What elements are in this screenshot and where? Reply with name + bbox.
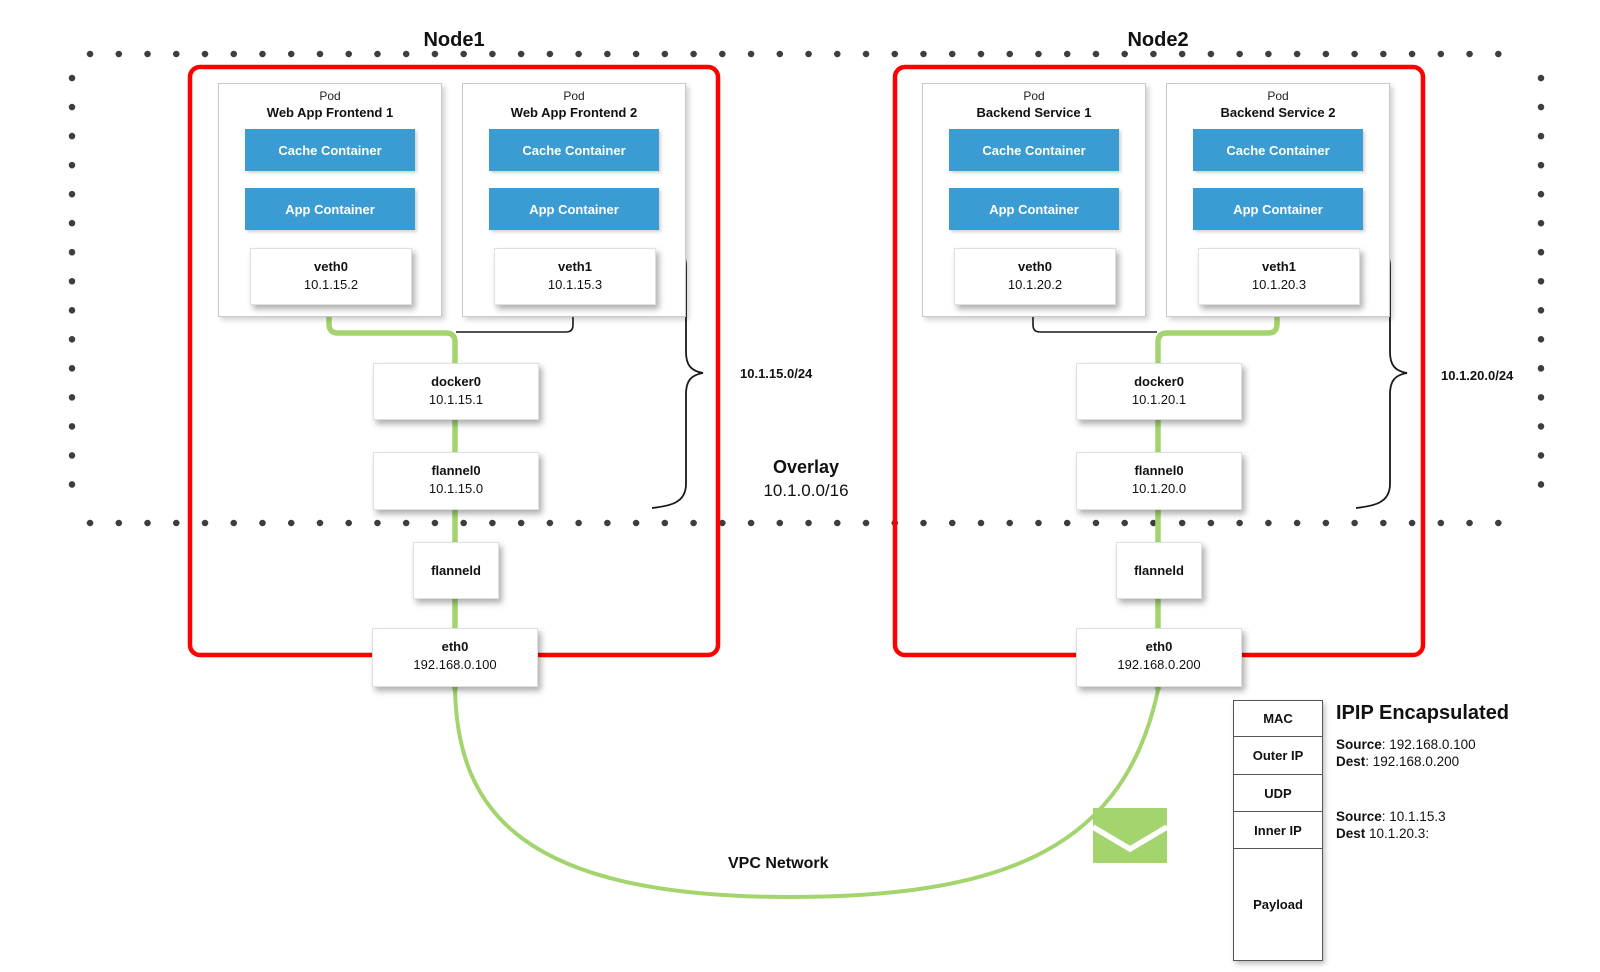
iface-ip: 192.168.0.100 [413,657,497,672]
inner-dest-line: Dest 10.1.20.3: [1336,825,1446,842]
node1-title: Node1 [423,29,485,51]
pod-backend-service-1: Pod Backend Service 1 Cache Container Ap… [922,83,1146,317]
ipip-inner-addresses: Source: 10.1.15.3 Dest 10.1.20.3: [1336,808,1446,842]
overlay-cidr: 10.1.0.0/16 [763,481,849,500]
pod-kind-label: Pod [563,89,585,103]
inner-dest-value: 10.1.20.3: [1365,826,1430,841]
pod-name: Backend Service 2 [1220,105,1336,120]
overlay-title: Overlay [772,457,840,477]
ipip-outer-addresses: Source: 192.168.0.100 Dest: 192.168.0.20… [1336,736,1476,770]
packet-layer-inner-ip: Inner IP [1234,812,1322,849]
inner-source-value: : 10.1.15.3 [1381,809,1446,824]
pod-name: Web App Frontend 2 [510,105,638,120]
iface-name: veth1 [1262,259,1296,274]
vpc-network-label: VPC Network [728,855,829,872]
iface-name: eth0 [441,639,469,654]
node2-flanneld-box: flanneld [1116,542,1202,599]
iface-ip: 10.1.15.2 [303,277,359,292]
pod-backend-service-2: Pod Backend Service 2 Cache Container Ap… [1166,83,1390,317]
iface-name: flannel0 [1134,463,1184,478]
iface-name: docker0 [1134,374,1184,389]
iface-ip: 10.1.15.3 [547,277,603,292]
node2-subnet-label: 10.1.20.0/24 [1441,368,1514,383]
veth-box: veth0 10.1.20.2 [954,248,1116,305]
node1-flanneld-box: flanneld [413,542,499,599]
pod-kind-label: Pod [1267,89,1289,103]
ipip-title: IPIP Encapsulated [1336,702,1510,724]
cache-container-box: Cache Container [489,129,659,171]
outer-source-label: Source [1336,737,1382,752]
inner-source-line: Source: 10.1.15.3 [1336,808,1446,825]
node2-flannel0-box: flannel0 10.1.20.0 [1076,452,1242,510]
pod-web-app-frontend-2: Pod Web App Frontend 2 Cache Container A… [462,83,686,317]
outer-dest-line: Dest: 192.168.0.200 [1336,753,1476,770]
pod-kind-label: Pod [1023,89,1045,103]
node1-docker0-box: docker0 10.1.15.1 [373,363,539,420]
app-container-box: App Container [245,188,415,230]
iface-ip: 10.1.20.0 [1131,481,1187,496]
outer-dest-label: Dest [1336,754,1366,769]
pod-kind-label: Pod [319,89,341,103]
iface-name: docker0 [431,374,481,389]
veth-box: veth1 10.1.20.3 [1198,248,1360,305]
packet-layer-outer-ip: Outer IP [1234,737,1322,775]
daemon-name: flanneld [431,563,481,578]
packet-layer-mac: MAC [1234,701,1322,737]
node1-eth0-box: eth0 192.168.0.100 [372,628,538,687]
packet-layer-payload: Payload [1253,897,1303,912]
iface-ip: 10.1.20.2 [1007,277,1063,292]
iface-ip: 192.168.0.200 [1117,657,1201,672]
app-container-box: App Container [489,188,659,230]
packet-layer-udp: UDP [1234,775,1322,812]
iface-ip: 10.1.20.3 [1251,277,1307,292]
cache-container-box: Cache Container [245,129,415,171]
node1-flannel0-box: flannel0 10.1.15.0 [373,452,539,510]
overlay-label: Overlay 10.1.0.0/16 [721,457,891,501]
iface-name: veth1 [558,259,592,274]
veth-box: veth1 10.1.15.3 [494,248,656,305]
iface-ip: 10.1.15.0 [428,481,484,496]
outer-source-line: Source: 192.168.0.100 [1336,736,1476,753]
pod-web-app-frontend-1: Pod Web App Frontend 1 Cache Container A… [218,83,442,317]
iface-name: veth0 [314,259,348,274]
app-container-box: App Container [949,188,1119,230]
iface-name: veth0 [1018,259,1052,274]
pod-name: Web App Frontend 1 [266,105,394,120]
node2-eth0-box: eth0 192.168.0.200 [1076,628,1242,687]
cache-container-box: Cache Container [949,129,1119,171]
node1-subnet-label: 10.1.15.0/24 [740,366,813,381]
ipip-packet-stack: MAC Outer IP UDP Inner IP Payload [1233,700,1323,961]
envelope-icon [1091,808,1169,863]
outer-source-value: : 192.168.0.100 [1381,737,1476,752]
inner-source-label: Source [1336,809,1382,824]
node2-title: Node2 [1127,29,1189,51]
cache-container-box: Cache Container [1193,129,1363,171]
iface-name: flannel0 [431,463,481,478]
veth-box: veth0 10.1.15.2 [250,248,412,305]
iface-ip: 10.1.15.1 [428,392,484,407]
iface-name: eth0 [1145,639,1173,654]
pod-name: Backend Service 1 [976,105,1092,120]
app-container-box: App Container [1193,188,1363,230]
inner-dest-label: Dest [1336,826,1366,841]
node2-docker0-box: docker0 10.1.20.1 [1076,363,1242,420]
outer-dest-value: : 192.168.0.200 [1365,754,1460,769]
daemon-name: flanneld [1134,563,1184,578]
iface-ip: 10.1.20.1 [1131,392,1187,407]
